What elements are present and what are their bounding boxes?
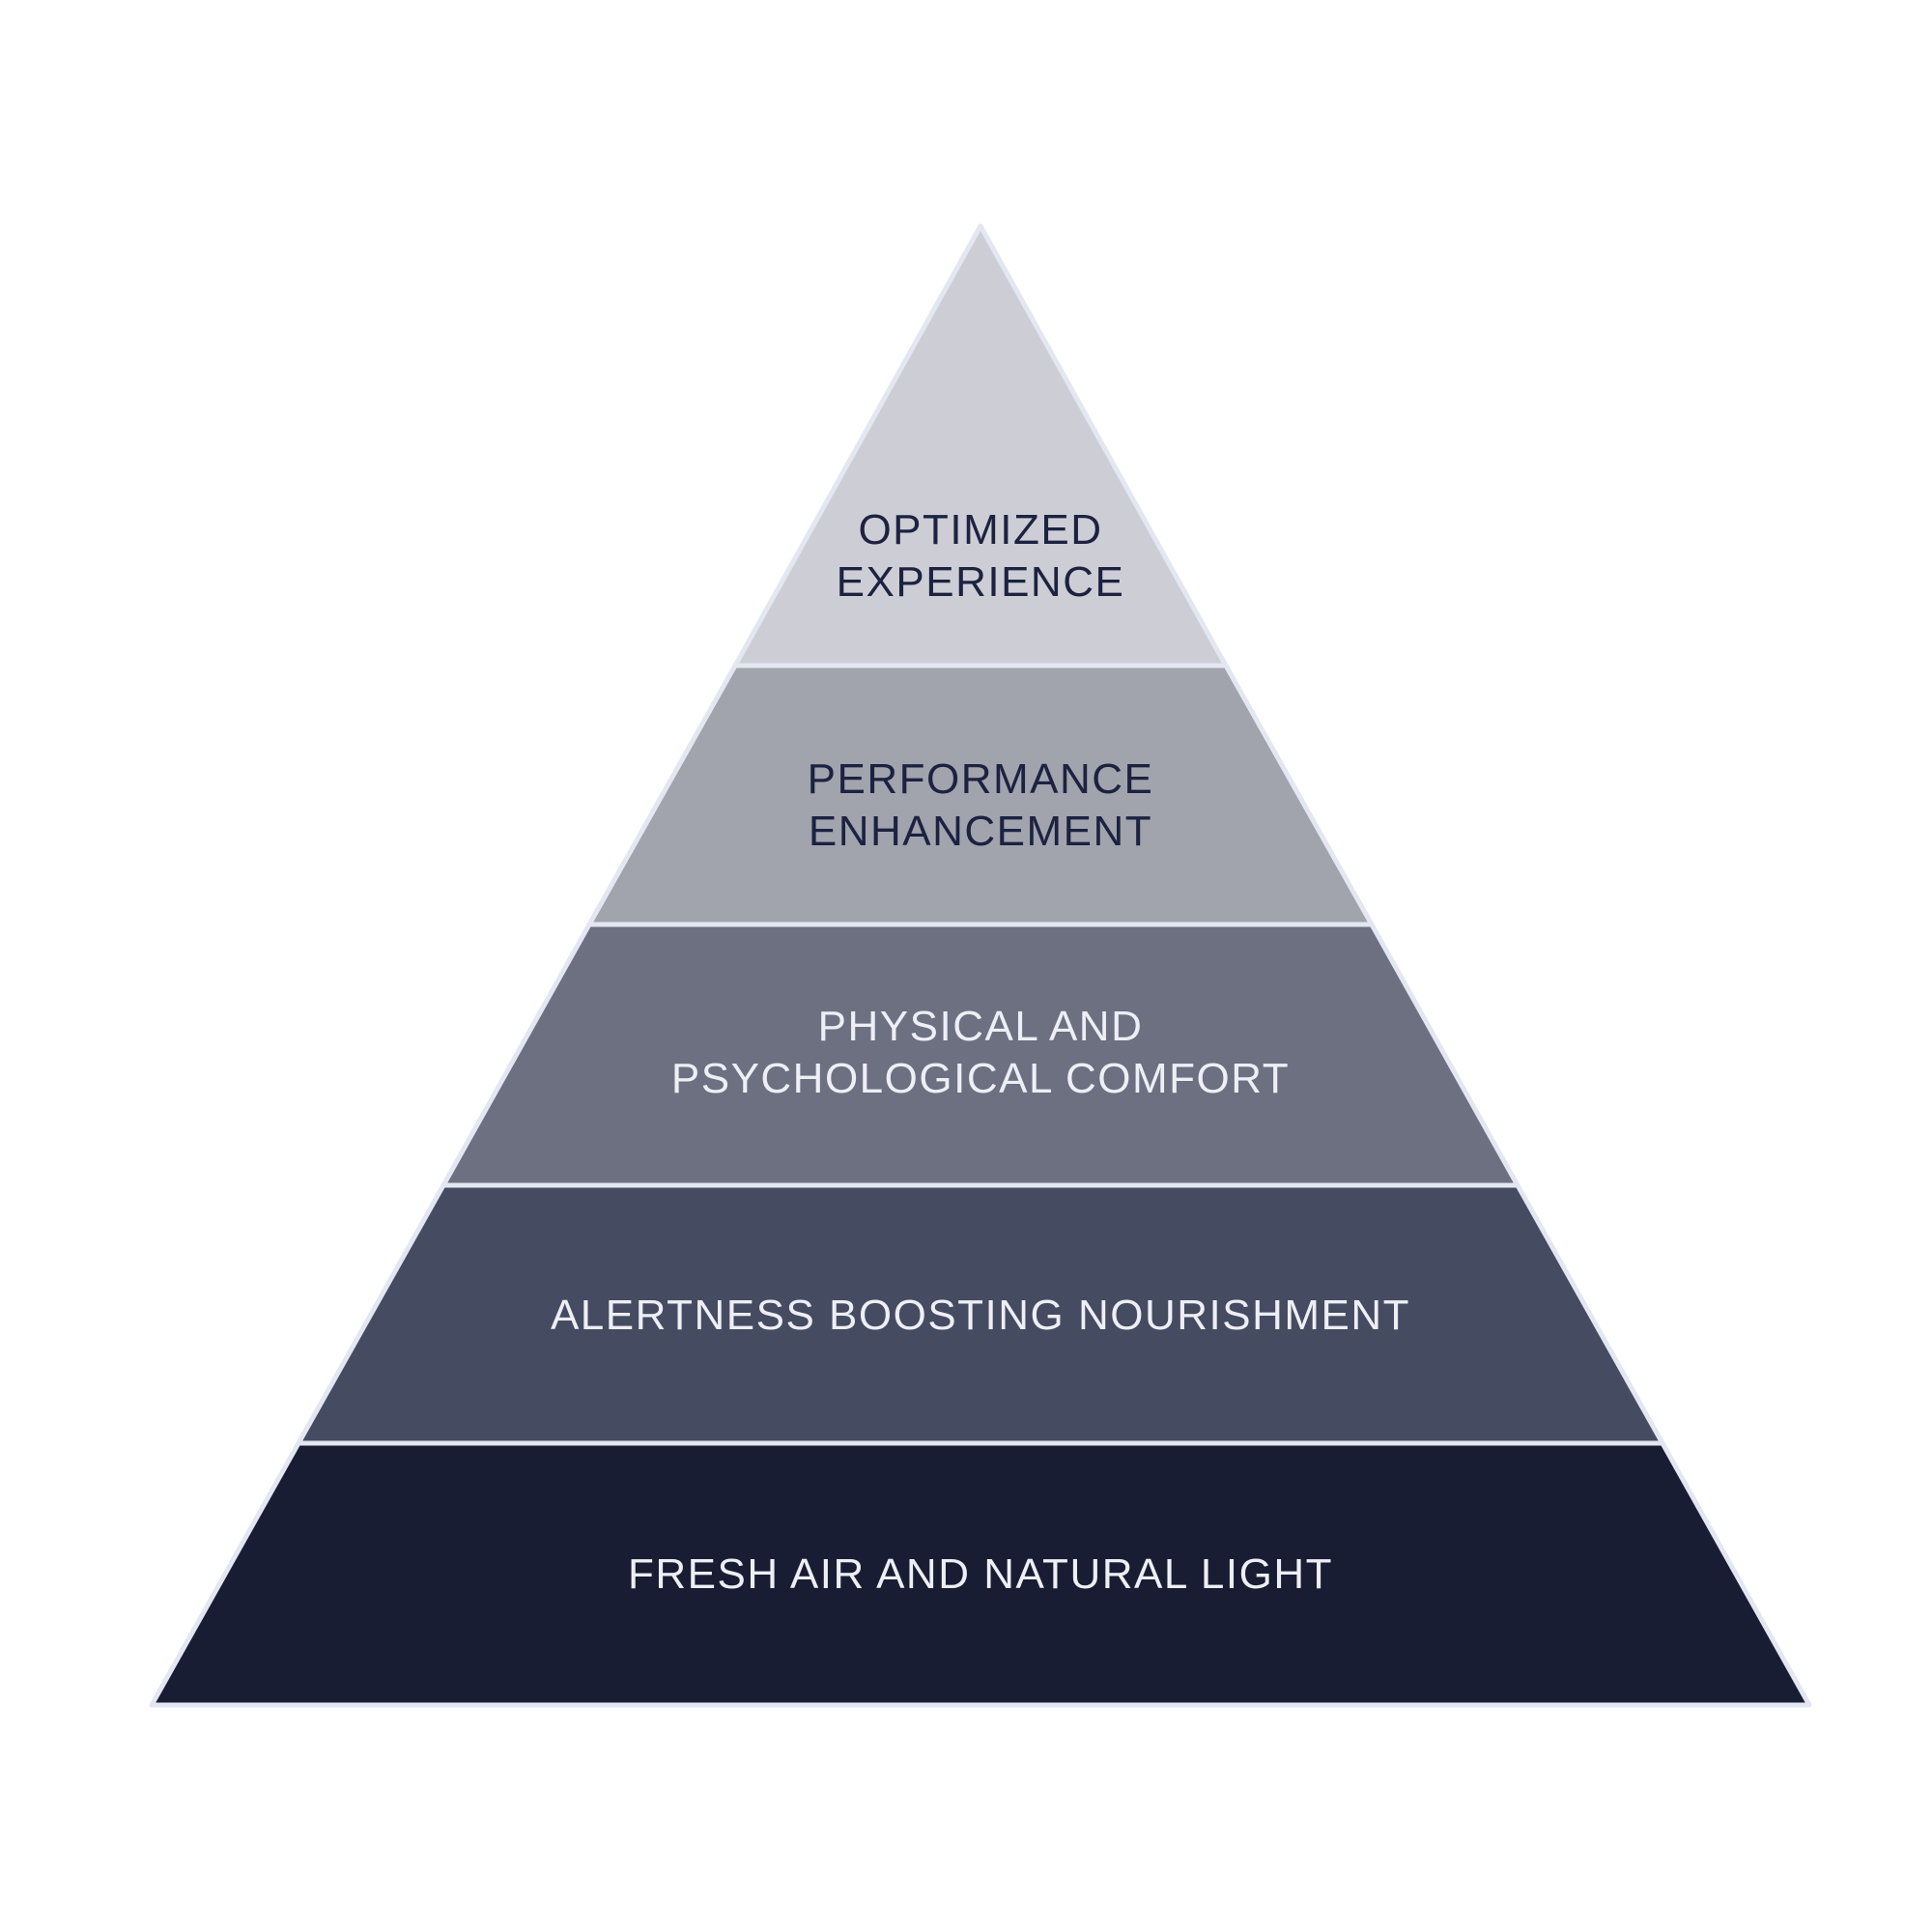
pyramid-level-4-label: ALERTNESS BOOSTING NOURISHMENT — [551, 1290, 1410, 1342]
level-5-line-1: FRESH AIR AND NATURAL LIGHT — [628, 1550, 1333, 1598]
pyramid-level-5-shape — [149, 1440, 1812, 1708]
pyramid-level-3-label: PHYSICAL AND PSYCHOLOGICAL COMFORT — [671, 1001, 1290, 1105]
level-2-line-1: PERFORMANCE — [807, 755, 1154, 803]
level-3-line-1: PHYSICAL AND — [817, 1003, 1144, 1050]
level-1-line-2: EXPERIENCE — [836, 558, 1125, 606]
level-1-line-1: OPTIMIZED — [858, 506, 1103, 554]
pyramid-level-1-label: OPTIMIZED EXPERIENCE — [837, 504, 1125, 609]
level-2-line-2: ENHANCEMENT — [808, 808, 1153, 855]
level-3-line-2: PSYCHOLOGICAL COMFORT — [670, 1055, 1291, 1102]
level-4-line-1: ALERTNESS BOOSTING NOURISHMENT — [550, 1292, 1411, 1339]
pyramid-level-2-label: PERFORMANCE ENHANCEMENT — [808, 753, 1154, 858]
pyramid-level-5-label: FRESH AIR AND NATURAL LIGHT — [628, 1548, 1333, 1601]
